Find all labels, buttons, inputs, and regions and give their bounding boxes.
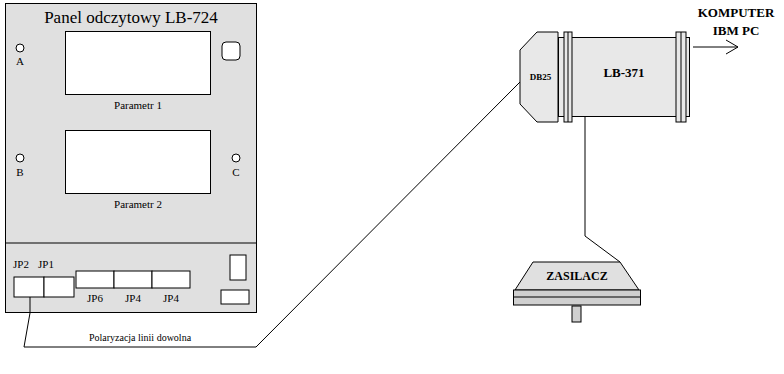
node-label: ZASILACZ	[546, 269, 607, 283]
panel-divider	[5, 243, 257, 244]
jumper-name: JP4	[125, 292, 141, 305]
cable-line	[24, 82, 520, 347]
led-indicator	[16, 44, 24, 52]
cable-line	[585, 117, 620, 262]
jumper-block	[152, 271, 190, 288]
display-window	[65, 31, 211, 95]
supply-seam	[514, 297, 641, 298]
jumper-block	[14, 277, 44, 297]
supply-housing	[515, 262, 639, 290]
node-label: Parametr 2	[114, 198, 162, 211]
power-supply: ZASILACZ	[513, 260, 641, 306]
cable-note: Polaryzacja linii dowolna	[87, 332, 193, 344]
supply-base	[514, 290, 641, 305]
data-arrow-head	[726, 40, 738, 54]
push-button	[222, 42, 240, 60]
flange-ring	[676, 32, 686, 122]
node-label: DB25	[530, 72, 552, 82]
computer-label: KOMPUTER IBM PC	[694, 4, 778, 40]
display-field: Parametr 1	[65, 31, 211, 115]
power-plug	[572, 306, 581, 322]
leader-line	[30, 297, 31, 313]
jumper-block	[114, 271, 152, 288]
jumper-name: JP6	[87, 292, 103, 305]
plug-outline	[520, 32, 558, 122]
flange-groove	[568, 32, 569, 122]
jumper-block	[44, 277, 74, 297]
panel-socket	[230, 255, 246, 280]
jumper-block	[76, 271, 114, 288]
body-outline	[559, 38, 690, 117]
led-indicator	[232, 154, 240, 162]
flange-ring	[564, 32, 572, 122]
jumper-name: JP2	[13, 258, 29, 271]
data-arrow	[693, 47, 738, 48]
panel-title: Panel odczytowy LB-724	[44, 8, 218, 28]
flange-groove	[681, 32, 682, 122]
led-letter: C	[232, 166, 239, 179]
shape-outline	[513, 260, 641, 306]
display-field: Parametr 2	[65, 130, 211, 214]
display-window	[65, 130, 211, 194]
led-letter: B	[16, 166, 23, 179]
node-label: LB-371	[603, 65, 644, 81]
jumper-name: JP1	[38, 258, 54, 271]
led-letter: A	[16, 55, 24, 68]
led-indicator	[16, 154, 24, 162]
converter-body: LB-371	[558, 37, 690, 117]
jumper-name: JP4	[163, 292, 179, 305]
node-label: Parametr 1	[114, 99, 162, 112]
db25-plug: DB25	[520, 32, 558, 122]
panel-face	[5, 3, 257, 313]
panel-socket	[221, 290, 249, 304]
